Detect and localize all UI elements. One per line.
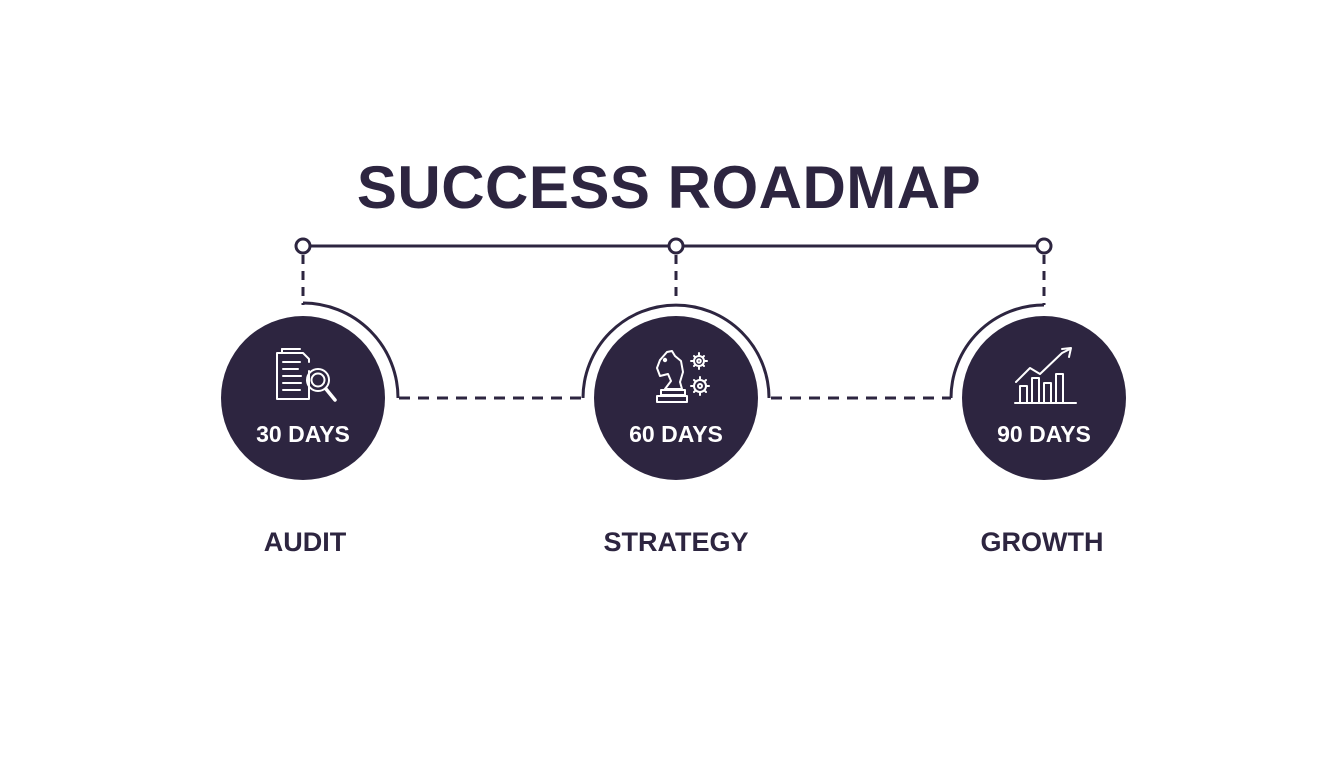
chess-knight-gears-icon — [656, 350, 710, 403]
top-node-2 — [667, 237, 685, 255]
top-node-3 — [1035, 237, 1053, 255]
step-days-1: 30 DAYS — [256, 421, 350, 447]
step-label-strategy: STRATEGY — [603, 527, 749, 557]
step-circle-2 — [594, 316, 758, 480]
top-node-1 — [294, 237, 312, 255]
outer-arc-3 — [949, 303, 1045, 399]
step-days-2: 60 DAYS — [629, 421, 723, 447]
document-search-icon — [276, 348, 337, 402]
step-label-audit: AUDIT — [263, 527, 347, 557]
bar-chart-growth-icon — [1014, 347, 1077, 404]
outer-arc-1 — [302, 301, 400, 399]
step-label-growth: GROWTH — [980, 527, 1104, 557]
outer-arc-2 — [581, 303, 771, 399]
page-title: SUCCESS ROADMAP — [356, 154, 982, 221]
step-days-3: 90 DAYS — [997, 421, 1091, 447]
